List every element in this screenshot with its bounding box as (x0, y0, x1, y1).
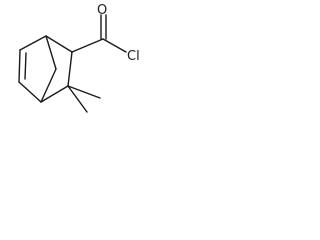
bond-c3-c2 (18, 49, 21, 83)
bond-c6-c5 (67, 51, 73, 87)
bond-c4-c3 (18, 81, 42, 103)
chemical-structure: O Cl (18, 3, 140, 113)
bond-c5-methyl-b (67, 85, 101, 99)
double-bond-inner-c3-c2 (24, 52, 27, 80)
bond-c2-c1 (19, 35, 47, 51)
bond-c5-c4 (40, 85, 69, 103)
chlorine-label: Cl (127, 49, 140, 64)
bond-c1-c7 (45, 35, 57, 70)
bond-carbonyl-cl (102, 38, 127, 53)
bond-c7-c4 (40, 68, 57, 103)
oxygen-label: O (97, 3, 107, 18)
bond-c1-c6 (45, 35, 73, 53)
bond-c6-carbonyl (71, 38, 104, 53)
bond-c5-methyl-a (67, 85, 88, 113)
